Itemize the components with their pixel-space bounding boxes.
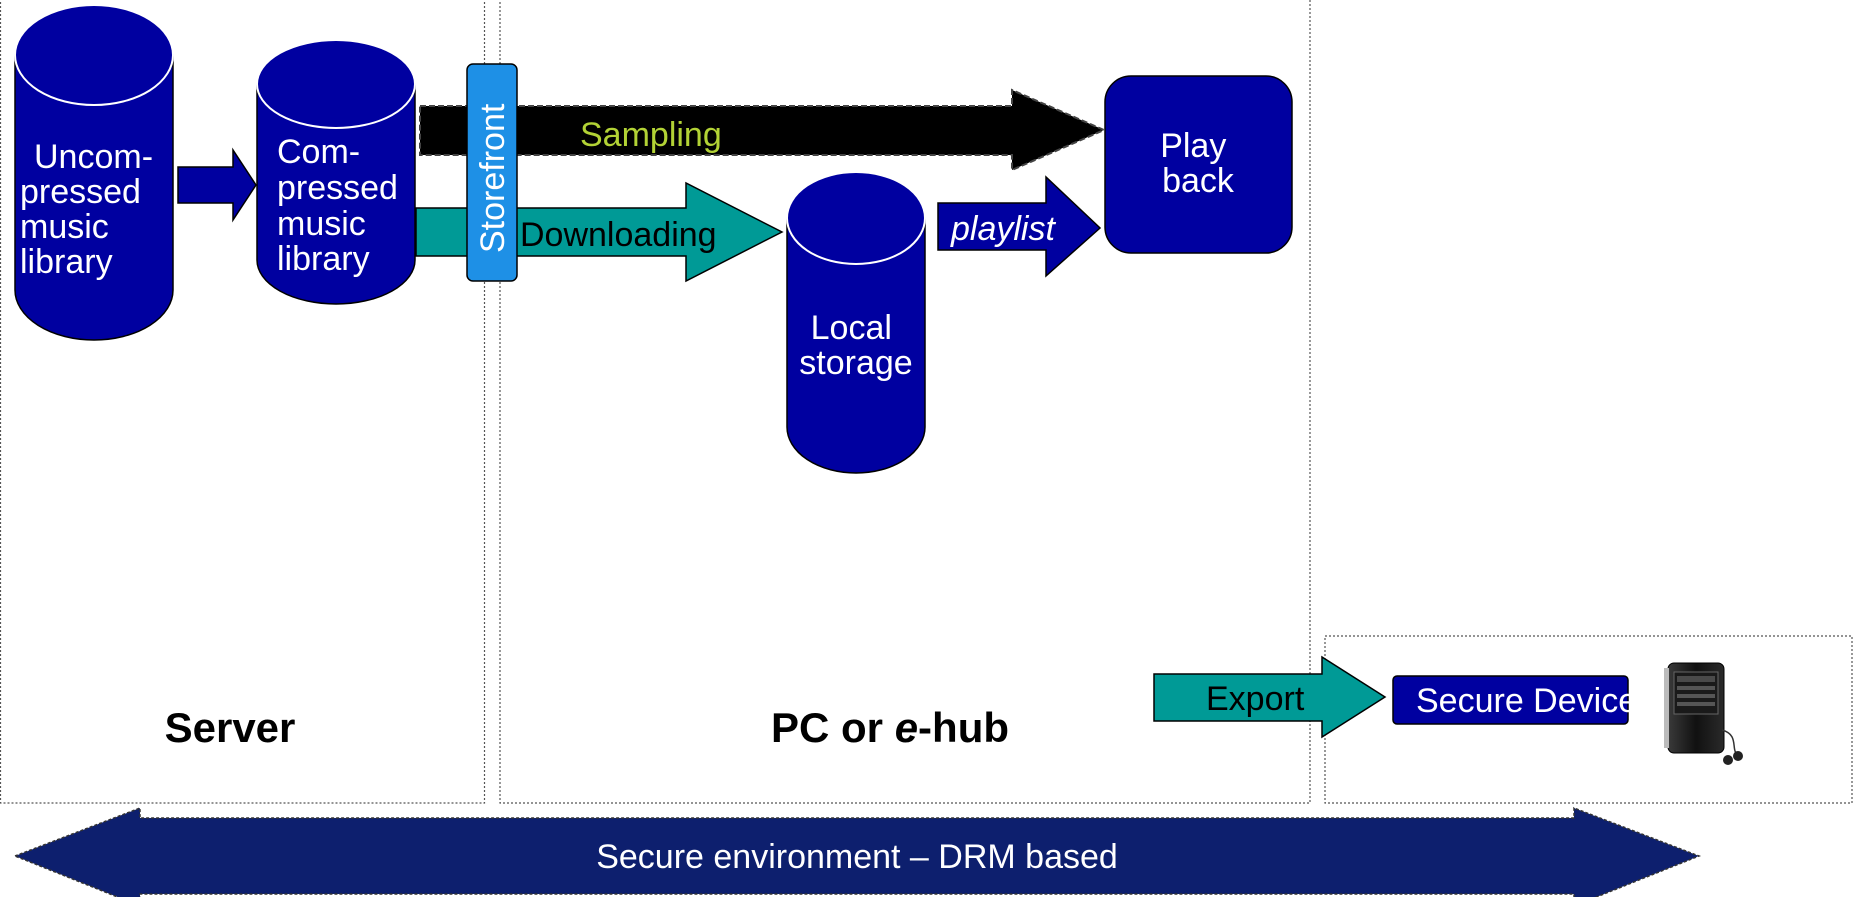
compressed-label-4: library — [277, 240, 370, 278]
pc-label-prefix: PC or — [771, 704, 895, 751]
secure-devices-label: Secure Devices — [1416, 682, 1654, 720]
sampling-label: Sampling — [580, 116, 722, 154]
uncompressed-label-2: pressed — [20, 173, 141, 211]
playlist-arrow: playlist — [937, 175, 1102, 278]
compressed-label-3: music — [277, 205, 366, 243]
compressed-label-2: pressed — [277, 169, 398, 207]
local-storage-cylinder: Local storage — [786, 171, 926, 474]
pc-ehub-label: PC or e-hub — [771, 704, 1009, 751]
uncompressed-label-4: library — [20, 243, 113, 281]
playback-box: Play back — [1104, 75, 1293, 254]
sampling-arrow: Sampling — [419, 88, 1107, 172]
export-label: Export — [1206, 680, 1305, 718]
downloading-label: Downloading — [520, 216, 717, 254]
pc-label-suffix: -hub — [918, 704, 1009, 751]
local-storage-label-2: storage — [799, 344, 912, 382]
svg-text:Uncom- pressed mus: Uncom- pressed music library — [20, 138, 162, 281]
storefront-label: Storefront — [474, 103, 512, 253]
playback-label-2: back — [1162, 162, 1235, 200]
uncompressed-label-3: music — [20, 208, 109, 246]
pc-label-italic: e — [895, 704, 918, 751]
svg-text:Play back: Play back — [1160, 127, 1236, 200]
portable-player-icon — [1664, 662, 1743, 765]
compress-arrow — [177, 147, 257, 223]
downloading-arrow: Downloading — [415, 181, 784, 283]
local-storage-label-1: Local — [811, 309, 892, 347]
playback-label-1: Play — [1160, 127, 1226, 165]
compressed-library-cylinder: Com- pressed music library — [256, 39, 416, 305]
uncompressed-library-cylinder: Uncom- pressed music library — [14, 4, 174, 341]
pc-ehub-panel — [499, 0, 1311, 804]
secure-environment-arrow: Secure environment – DRM based — [12, 806, 1702, 902]
compressed-label-1: Com- — [277, 133, 360, 171]
storefront-box: Storefront — [466, 63, 518, 282]
server-label: Server — [165, 704, 296, 751]
secure-environment-label: Secure environment – DRM based — [596, 838, 1118, 876]
export-arrow: Export — [1153, 655, 1387, 739]
secure-devices-box: Secure Devices — [1392, 675, 1654, 725]
uncompressed-label-1: Uncom- — [34, 138, 153, 176]
svg-text:Com- pressed music: Com- pressed music library — [277, 133, 407, 278]
playlist-label: playlist — [950, 210, 1056, 248]
svg-text:Local storage: Local storage — [799, 309, 912, 382]
